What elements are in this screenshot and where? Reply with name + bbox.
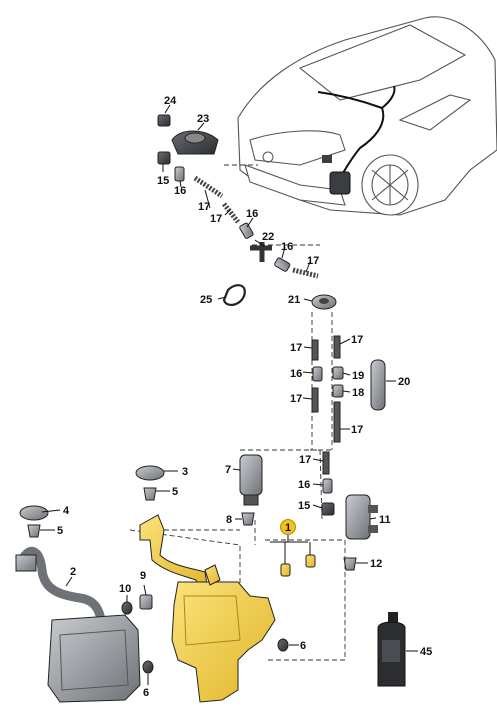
label-16-b: 16 [246, 208, 258, 220]
part-17-hose-h [322, 451, 330, 475]
part-24-clip [157, 114, 171, 127]
leader-lines [40, 104, 418, 685]
callout-badge-1: 1 [280, 519, 296, 535]
label-5-left: 5 [57, 525, 63, 537]
part-17-hose-g [333, 401, 341, 443]
label-20: 20 [398, 376, 410, 388]
part-12-grommet [343, 557, 357, 571]
label-5-right: 5 [172, 486, 178, 498]
part-6-grommet-left [142, 660, 154, 674]
part-19-connector [332, 366, 344, 380]
part-labels: 24 23 15 16 17 17 16 22 16 17 25 21 17 1… [57, 95, 432, 699]
label-17-b: 17 [210, 213, 222, 225]
label-21: 21 [288, 294, 300, 306]
part-3-cap [135, 465, 165, 481]
part-9-level-sensor [139, 594, 153, 610]
part-7-washer-pump [239, 454, 263, 506]
left-reservoir-tank [47, 614, 141, 703]
label-17-g: 17 [351, 424, 363, 436]
part-15-connector-upper [157, 151, 171, 165]
part-2-filler-neck [15, 546, 107, 626]
label-3: 3 [182, 466, 188, 478]
label-18: 18 [352, 387, 364, 399]
label-16-d: 16 [290, 368, 302, 380]
label-17-a: 17 [198, 201, 210, 213]
label-15-lower: 15 [298, 500, 310, 512]
label-22: 22 [262, 231, 274, 243]
part-4-cap [19, 505, 49, 521]
part-10-grommet [121, 601, 133, 615]
part-5-seal-right [143, 487, 157, 501]
label-16-e: 16 [298, 479, 310, 491]
part-16-sleeve-c [274, 257, 291, 272]
label-16-c: 16 [281, 241, 293, 253]
label-17-h: 17 [299, 454, 311, 466]
highlighted-reservoir-assembly [139, 514, 276, 703]
label-23: 23 [197, 113, 209, 125]
label-10: 10 [119, 583, 131, 595]
part-17-hose-f [311, 387, 319, 413]
part-45-fluid-bottle [377, 612, 406, 687]
part-16-sleeve-upper [174, 166, 185, 182]
label-7: 7 [225, 464, 231, 476]
label-45: 45 [420, 646, 432, 658]
label-8: 8 [226, 514, 232, 526]
part-6-grommet-right [277, 638, 289, 652]
label-9: 9 [140, 570, 146, 582]
label-1: 1 [285, 522, 291, 534]
part-17-hose-a [193, 175, 224, 199]
label-4: 4 [63, 505, 70, 517]
label-12: 12 [370, 558, 382, 570]
label-25: 25 [200, 294, 212, 306]
label-11: 11 [379, 514, 391, 526]
part-18-connector [332, 384, 344, 398]
label-6-right: 6 [300, 640, 306, 652]
part-11-pump [345, 494, 378, 540]
label-17-d: 17 [290, 342, 302, 354]
part-5-seal-left [27, 524, 41, 538]
label-19: 19 [352, 370, 364, 382]
part-15-connector-lower [321, 502, 335, 516]
part-17-hose-c [292, 267, 319, 279]
part-21-grommet [311, 294, 337, 310]
label-16-upper: 16 [174, 185, 186, 197]
car-front-view [237, 16, 497, 216]
label-24: 24 [164, 95, 177, 107]
part-20-insulation-sleeve [370, 359, 386, 411]
label-17-f: 17 [290, 393, 302, 405]
part-16-sleeve-d [312, 366, 323, 382]
part-16-sleeve-b [239, 222, 254, 239]
part-16-sleeve-e [322, 478, 333, 494]
part-1-connector-pair [280, 554, 316, 577]
label-6-left: 6 [143, 687, 149, 699]
part-17-hose-e [333, 335, 341, 359]
label-17-e: 17 [351, 334, 363, 346]
label-15-upper: 15 [157, 175, 169, 187]
part-23-spray-nozzle [171, 130, 219, 155]
part-8-grommet [241, 512, 255, 526]
label-2: 2 [70, 566, 76, 578]
part-25-clamp [222, 284, 246, 306]
part-17-hose-d [311, 339, 319, 361]
part-17-hose-b [222, 202, 240, 224]
label-17-c: 17 [307, 255, 319, 267]
